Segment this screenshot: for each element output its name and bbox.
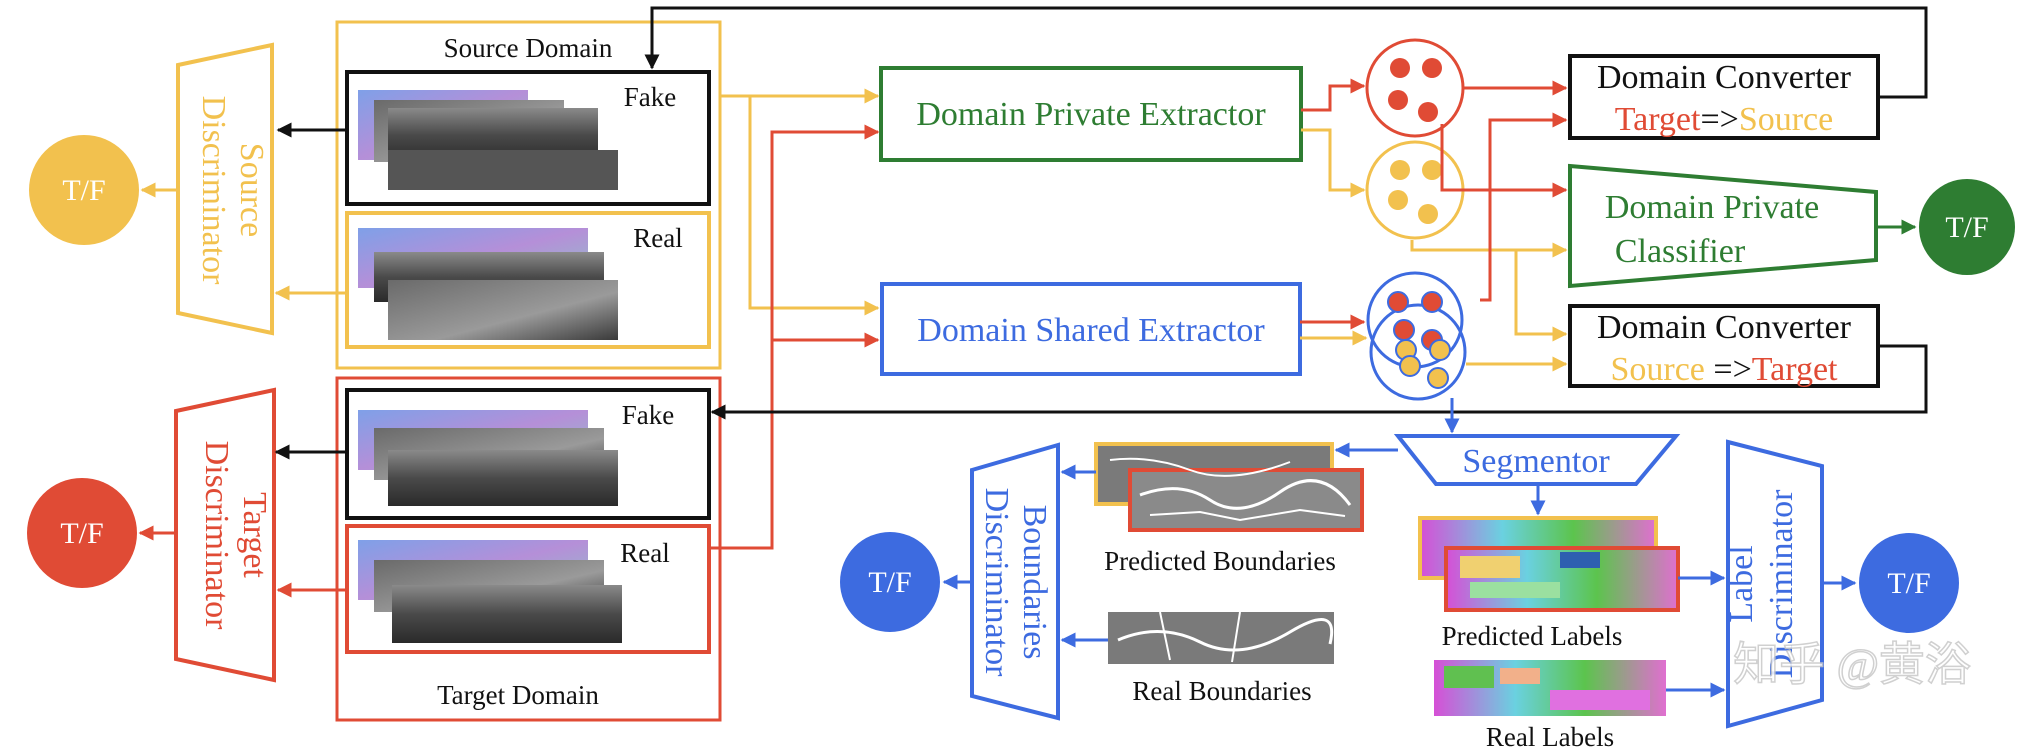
label-discriminator-line1: Label	[1723, 545, 1760, 622]
blue-arrows	[942, 398, 1857, 698]
arrow-source-to-shared	[720, 94, 880, 316]
private-feature-target	[1365, 38, 1465, 138]
classifier-tf-text: T/F	[1945, 211, 1988, 244]
arrow-private-to-source-feature	[1301, 128, 1366, 198]
source-fake-thumbnails	[358, 90, 618, 190]
arrow-target-feature-to-classifier	[1440, 124, 1568, 198]
target-fake-label: Fake	[622, 400, 675, 430]
boundaries-discriminator-line1: Boundaries	[1016, 505, 1053, 660]
private-extractor-box	[879, 66, 1303, 162]
source-tf-text: T/F	[62, 174, 105, 207]
boundaries-tf-text: T/F	[868, 566, 911, 599]
label-tf-output	[1859, 533, 1959, 633]
converter-top-to: Source	[1739, 101, 1833, 138]
private-classifier-line1: Domain Private	[1605, 189, 1819, 226]
converter-bottom-to: Target	[1752, 351, 1838, 388]
arrow-private-to-target-feature	[1301, 78, 1366, 112]
predicted-labels-thumbnails	[1418, 516, 1680, 612]
source-real-frame	[345, 211, 711, 349]
target-discriminator: Target Discriminator	[174, 387, 276, 683]
arrow-shared-target-to-converter	[1480, 112, 1568, 302]
segmentor-label: Segmentor	[1462, 443, 1610, 480]
converter-top-mapping: Target=>Source	[1615, 101, 1834, 138]
private-classifier-shape	[1568, 163, 1878, 289]
target-real-label: Real	[620, 538, 669, 568]
target-tf-output	[27, 478, 137, 588]
target-tf-text: T/F	[60, 517, 103, 550]
target-domain-group: Target Domain Fake Real	[335, 376, 722, 722]
source-real-thumbnails	[358, 228, 618, 340]
private-feature-source	[1365, 140, 1465, 240]
label-discriminator-line2: Discriminator	[1763, 489, 1800, 679]
real-boundaries-label: Real Boundaries	[1132, 676, 1311, 706]
real-boundaries-thumbnail	[1108, 611, 1334, 664]
converter-bottom-mapping: Source =>Target	[1610, 351, 1838, 388]
yellow-arrows	[140, 88, 1568, 372]
source-domain-title: Source Domain	[444, 33, 613, 63]
source-fake-frame	[345, 70, 711, 206]
predicted-labels-label: Predicted Labels	[1442, 621, 1623, 651]
converter-bottom-arrow: =>	[1713, 351, 1751, 388]
source-tf-output	[29, 135, 139, 245]
boundaries-discriminator: Boundaries Discriminator	[970, 442, 1060, 721]
real-labels-label: Real Labels	[1486, 722, 1614, 748]
red-arrows	[138, 78, 1568, 598]
boundaries-discriminator-line2: Discriminator	[978, 488, 1015, 678]
shared-extractor-box	[880, 282, 1302, 376]
target-fake-frame	[345, 388, 711, 520]
private-extractor-label: Domain Private Extractor	[916, 96, 1266, 133]
converter-bottom-title: Domain Converter	[1597, 309, 1852, 346]
converter-top-arrow: =>	[1700, 101, 1738, 138]
source-domain-group: Source Domain Fake Real	[335, 20, 722, 370]
source-discriminator-line1: Source	[233, 143, 270, 237]
arrow-converter-to-target-fake	[710, 344, 1928, 420]
target-domain-title: Target Domain	[437, 680, 599, 710]
classifier-tf-output	[1919, 179, 2015, 275]
black-arrows	[274, 6, 1928, 460]
predicted-boundaries-thumbnails	[1094, 442, 1364, 532]
target-discriminator-line1: Target	[236, 492, 273, 578]
private-classifier-line2: Classifier	[1615, 233, 1746, 270]
target-real-thumbnails	[358, 540, 622, 643]
watermark: 知乎 @黄浴	[1733, 639, 1971, 690]
source-fake-label: Fake	[624, 82, 677, 112]
shared-extractor-label: Domain Shared Extractor	[917, 312, 1265, 349]
boundaries-tf-output	[840, 532, 940, 632]
label-tf-text: T/F	[1887, 567, 1930, 600]
converter-bottom-from: Source	[1610, 351, 1713, 388]
converter-top-from: Target	[1615, 101, 1701, 138]
arrow-source-feature-to-converter	[1514, 250, 1568, 342]
arrow-converter-to-source-fake	[644, 6, 1928, 99]
source-discriminator-line2: Discriminator	[195, 96, 232, 286]
source-discriminator: Source Discriminator	[176, 42, 274, 336]
source-domain-frame	[335, 20, 722, 370]
shared-feature-cluster	[1366, 271, 1467, 401]
real-labels-thumbnail	[1434, 660, 1666, 716]
target-discriminator-line2: Discriminator	[198, 441, 235, 631]
source-real-label: Real	[633, 223, 682, 253]
converter-top-title: Domain Converter	[1597, 59, 1852, 96]
predicted-boundaries-label: Predicted Boundaries	[1104, 546, 1336, 576]
label-discriminator: Label Discriminator	[1723, 439, 1824, 729]
segmentor-shape	[1393, 434, 1681, 486]
target-fake-thumbnails	[358, 410, 618, 506]
